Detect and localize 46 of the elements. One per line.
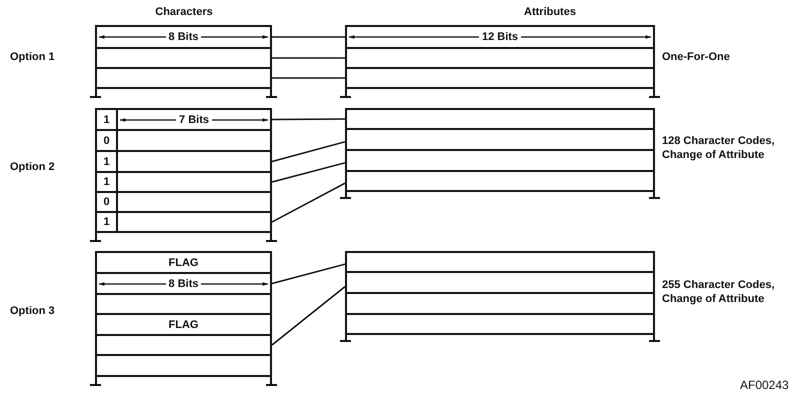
label-text: Option 2 [10,160,56,174]
label-text: Option 1 [10,50,56,64]
label-text: 128 Character Codes, Change of Attribute [662,134,776,162]
connector-line [272,57,345,59]
memory-cell [95,25,272,49]
cell-text: 8 Bits [166,278,202,290]
memory-cell [95,334,272,356]
label-text: One-For-One [662,50,731,64]
memory-cell [95,67,272,89]
memory-cell [345,128,655,151]
cell-text: 8 Bits [166,31,202,43]
memory-cell [345,149,655,172]
connector-line [272,286,346,346]
bit-cell [95,211,118,233]
connector-line [272,77,345,79]
memory-cell [345,47,655,69]
connector-line [272,263,346,284]
memory-cell [95,47,272,69]
memory-cell [95,251,272,274]
memory-cell [345,271,655,294]
memory-cell [345,108,655,130]
memory-cell [116,108,272,131]
connector-line [272,118,345,120]
label-text: Option 3 [10,304,56,318]
memory-cell [345,25,655,49]
connector-line [272,36,345,38]
memory-cell [95,293,272,315]
connector-line [272,182,346,223]
cell-text: 7 Bits [176,114,212,126]
memory-cell [345,170,655,192]
cell-text: 12 Bits [478,31,522,43]
figure-number: AF00243 [740,378,790,392]
memory-cell [95,354,272,377]
label-text: Attributes [523,5,577,19]
memory-cell [95,313,272,336]
memory-cell [345,67,655,89]
connector-line [272,141,346,162]
memory-cell [345,292,655,315]
memory-cell [116,211,272,233]
label-text: 255 Character Codes, Change of Attribute [662,278,776,306]
memory-cell [95,272,272,295]
bit-cell [95,108,118,131]
label-text: Characters [154,5,214,19]
memory-cell [345,313,655,335]
memory-cell [345,251,655,273]
connector-line [272,162,346,183]
